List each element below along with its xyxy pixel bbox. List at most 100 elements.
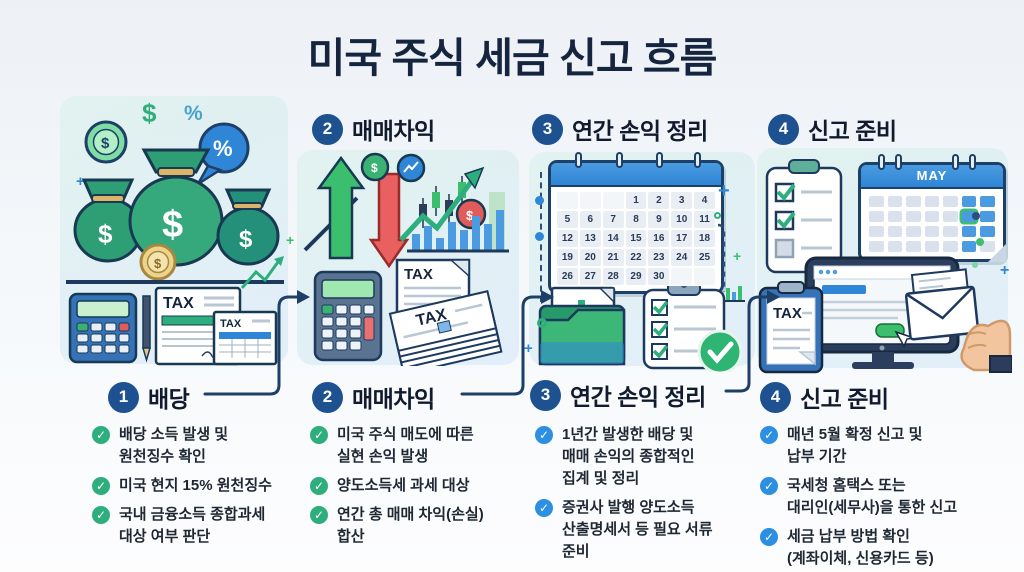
calendar-day-square	[887, 211, 903, 222]
step2-label-row: 2 매매차익	[312, 380, 435, 414]
bullet-item: ✓미국 주식 매도에 따른 실현 손익 발생	[310, 424, 520, 468]
bullet-item: ✓1년간 발생한 배당 및 매매 손익의 종합적인 집계 및 정리	[535, 424, 750, 490]
calendar-day-cell: 17	[671, 230, 693, 247]
calendar-day-square	[961, 196, 977, 207]
dot-accent	[535, 232, 544, 241]
calendar-day-square	[961, 241, 977, 252]
calendar-day-cell: 11	[694, 211, 715, 228]
bullet-item: ✓매년 5월 확정 신고 및 납부 기간	[760, 424, 1000, 468]
calendar-day-cell: 28	[602, 268, 624, 285]
bullet-item: ✓세금 납부 방법 확인 (계좌이체, 신용카드 등)	[760, 526, 1000, 570]
step2-number-badge: 2	[312, 113, 343, 145]
calendar-day-square	[943, 241, 958, 252]
step2-panel	[297, 150, 519, 365]
bullet-item: ✓증권사 발행 양도소득 산출명세서 등 필요 서류 준비	[535, 497, 750, 563]
calendar-day-square	[869, 196, 884, 207]
bullet-item: ✓배당 소득 발생 및 원천징수 확인	[92, 424, 297, 468]
calendar-day-square	[924, 226, 940, 237]
sparkle-icon: +	[524, 340, 533, 357]
check-icon: ✓	[92, 426, 110, 444]
calendar-day-cell: 21	[602, 249, 624, 266]
step2-title: 매매차익	[352, 386, 435, 412]
calendar-day-square	[980, 211, 995, 222]
step4-title: 신고 준비	[800, 386, 889, 412]
dot-accent	[535, 196, 544, 205]
sparkle-icon: +	[286, 232, 295, 248]
check-icon: ✓	[535, 426, 553, 444]
calendar-day-cell: 27	[579, 268, 601, 285]
check-icon: ✓	[535, 499, 553, 517]
dot-accent	[972, 212, 980, 220]
calendar-day-square	[887, 241, 903, 252]
step3-top-header: 3 연간 손익 정리	[532, 112, 708, 146]
calendar-day-cell	[671, 268, 693, 285]
calendar-day-square	[906, 211, 921, 222]
step1-label-row: 1 배당	[108, 380, 190, 414]
calendar-day-square	[961, 226, 977, 237]
step3-title: 연간 손익 정리	[570, 384, 706, 410]
bullet-item: ✓국세청 홈택스 또는 대리인(세무사)을 통한 신고	[760, 475, 1000, 519]
sparkle-icon: +	[733, 248, 742, 264]
calendar-day-cell: 12	[557, 230, 578, 247]
check-icon: ✓	[310, 477, 328, 495]
step4-top-title: 신고 준비	[808, 118, 897, 144]
step1-bullets: ✓배당 소득 발생 및 원천징수 확인 ✓미국 현지 15% 원천징수 ✓국내 …	[92, 424, 297, 548]
check-icon: ✓	[760, 528, 778, 546]
calendar-day-square	[943, 226, 958, 237]
check-icon: ✓	[760, 426, 778, 444]
calendar-day-cell: 15	[625, 230, 647, 247]
bullet-item: ✓국내 금융소득 종합과세 대상 여부 판단	[92, 504, 297, 548]
calendar-day-cell: 13	[579, 230, 601, 247]
calendar-day-cell: 16	[648, 230, 670, 247]
calendar-day-square	[980, 226, 995, 237]
calendar-day-square	[924, 211, 940, 222]
calendar-day-cell: 23	[648, 249, 670, 266]
page-title: 미국 주식 세금 신고 흐름	[307, 35, 718, 81]
step4-top-header: 4 신고 준비	[768, 112, 897, 146]
step4-bullets: ✓매년 5월 확정 신고 및 납부 기간 ✓국세청 홈택스 또는 대리인(세무사…	[760, 424, 1000, 570]
may-calendar: MAY	[858, 154, 1006, 262]
check-icon: ✓	[310, 506, 328, 524]
calendar-day-square	[906, 226, 921, 237]
calendar-day-cell: 25	[694, 249, 715, 266]
calendar-day-cell: 7	[602, 211, 624, 228]
bullet-item: ✓양도소득세 과세 대상	[310, 475, 520, 497]
calendar-day-cell: 26	[557, 268, 578, 285]
calendar-day-cell: 2	[648, 192, 670, 209]
calendar-day-square	[869, 226, 884, 237]
bullet-item: ✓연간 총 매매 차익(손실) 합산	[310, 504, 520, 548]
calendar-day-cell: 20	[579, 249, 601, 266]
step3-number-badge: 3	[532, 113, 563, 145]
step4-label-row: 4 신고 준비	[760, 380, 889, 414]
calendar-day-cell: 18	[694, 230, 715, 247]
calendar-day-square	[887, 226, 903, 237]
folded-corner	[988, 244, 1006, 262]
calendar-day-cell	[557, 192, 578, 209]
calendar-day-cell: 19	[557, 249, 578, 266]
calendar-day-cell: 5	[557, 211, 578, 228]
dot-accent	[972, 262, 978, 268]
check-icon: ✓	[92, 506, 110, 524]
calendar-day-cell	[579, 192, 601, 209]
may-calendar-grid	[861, 189, 1003, 259]
check-icon: ✓	[92, 477, 110, 495]
calendar-day-cell: 1	[625, 192, 647, 209]
step1-panel	[60, 96, 288, 364]
dot-accent	[714, 212, 721, 219]
calendar-day-cell: 29	[625, 268, 647, 285]
step2-top-header: 2 매매차익	[312, 112, 435, 146]
check-icon: ✓	[760, 477, 778, 495]
calendar-day-cell: 30	[648, 268, 670, 285]
calendar-day-cell: 4	[694, 192, 715, 209]
calendar-day-square	[980, 241, 995, 252]
step4-number-badge: 4	[768, 113, 799, 145]
calendar-day-cell: 24	[671, 249, 693, 266]
step1-number-badge: 1	[108, 381, 139, 413]
calendar-day-cell	[602, 192, 624, 209]
calendar-day-cell: 22	[625, 249, 647, 266]
calendar-day-cell: 10	[671, 211, 693, 228]
may-calendar-header: MAY	[861, 165, 1003, 189]
